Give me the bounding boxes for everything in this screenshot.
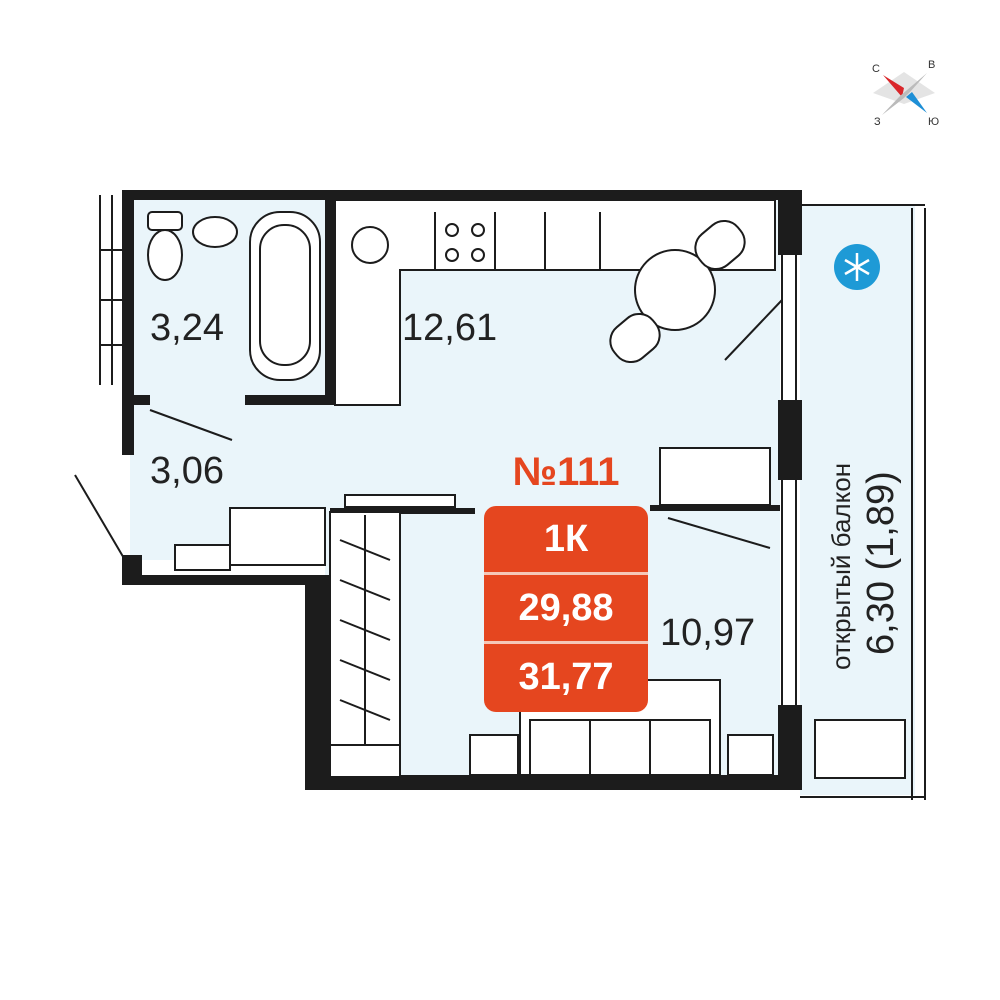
kitchen-area: 12,61: [402, 307, 497, 349]
compass-n: С: [872, 63, 880, 75]
apartment-number: №111: [512, 450, 620, 494]
balcony-label: открытый балкон: [826, 463, 856, 670]
compass-w: З: [874, 116, 881, 128]
hall-area: 3,06: [150, 450, 224, 492]
compass-rose-icon: С В З Ю: [872, 59, 939, 128]
compass-e: В: [928, 59, 935, 71]
walls: [122, 190, 802, 790]
total-area: 31,77: [518, 655, 614, 698]
apartment-type: 1К: [484, 506, 648, 575]
bathroom-area: 3,24: [150, 307, 224, 349]
snowflake-icon: [834, 244, 880, 290]
apartment-badge: 1К 29,88 31,77: [484, 506, 648, 712]
compass-s: Ю: [928, 116, 939, 128]
room-area: 10,97: [660, 612, 755, 654]
balcony-area: 6,30 (1,89): [860, 471, 902, 655]
wardrobe-hangers: [339, 515, 391, 745]
living-area: 29,88: [484, 575, 648, 644]
windows: [74, 195, 926, 800]
